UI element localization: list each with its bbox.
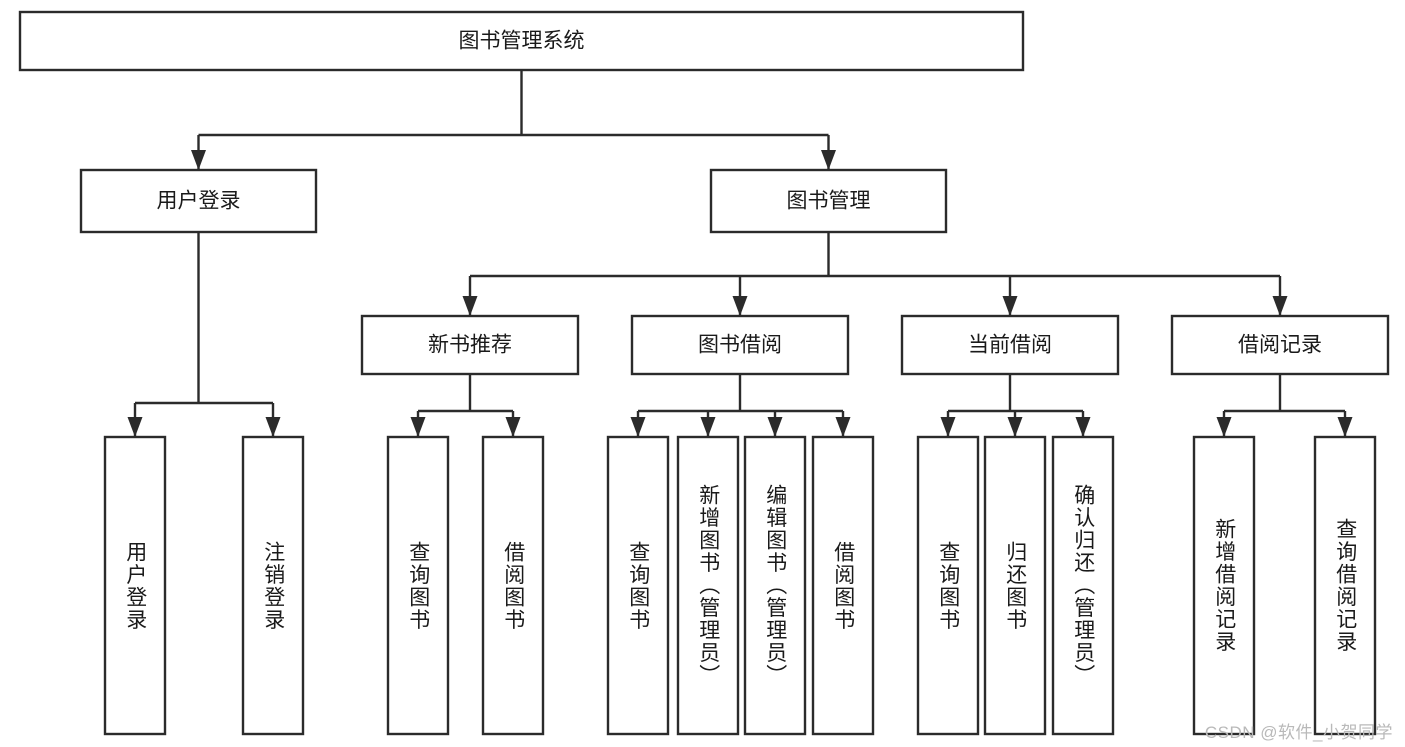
conn-book-manage-arrow-1 [732,296,748,316]
node-box-leaf-user-login[interactable] [103,435,167,736]
conn-new-book-rec-arrow-1 [505,417,521,437]
conn-book-borrow-arrow-1 [700,417,716,437]
node-box-user-login[interactable] [79,168,318,234]
conn-book-borrow-arrow-3 [835,417,851,437]
node-label-root: 图书管理系统 [459,30,585,53]
node-box-root[interactable] [18,10,1025,72]
conn-user-login-arrow-0 [127,417,143,437]
conn-book-manage-arrow-2 [1002,296,1018,316]
conn-borrow-record-arrow-1 [1337,417,1353,437]
node-box-leaf-query-borrow-record[interactable] [1313,435,1377,736]
conn-borrow-record-arrow-0 [1216,417,1232,437]
conn-current-borrow-arrow-0 [940,417,956,437]
node-label-book-manage: 图书管理 [787,190,871,213]
node-box-borrow-record[interactable] [1170,314,1390,376]
node-box-leaf-query-book-rec[interactable] [386,435,450,736]
conn-root-arrow-1 [821,150,836,170]
node-label-borrow-record: 借阅记录 [1238,334,1322,357]
connectors-layer [127,70,1353,437]
conn-book-borrow-arrow-2 [767,417,783,437]
node-box-leaf-return-book[interactable] [983,435,1047,736]
node-box-leaf-add-borrow-record[interactable] [1192,435,1256,736]
node-box-leaf-query-book-current[interactable] [916,435,980,736]
conn-current-borrow-arrow-1 [1007,417,1023,437]
node-box-leaf-edit-book-admin[interactable] [743,435,807,736]
csdn-watermark: CSDN @软件_小贺同学 [1204,723,1393,742]
conn-root-arrow-0 [191,150,206,170]
node-label-new-book-rec: 新书推荐 [428,334,512,357]
boxes-layer [18,10,1390,736]
node-box-leaf-borrow-book[interactable] [811,435,875,736]
conn-current-borrow-arrow-2 [1075,417,1091,437]
conn-book-manage-arrow-0 [462,296,478,316]
node-box-leaf-add-book-admin[interactable] [676,435,740,736]
conn-book-borrow-arrow-0 [630,417,646,437]
node-box-new-book-rec[interactable] [360,314,580,376]
conn-new-book-rec-arrow-0 [410,417,426,437]
node-box-leaf-query-book-borrow[interactable] [606,435,670,736]
node-box-leaf-logout[interactable] [241,435,305,736]
node-label-book-borrow: 图书借阅 [698,334,782,357]
node-box-current-borrow[interactable] [900,314,1120,376]
node-label-user-login: 用户登录 [157,190,241,213]
node-box-book-borrow[interactable] [630,314,850,376]
node-box-book-manage[interactable] [709,168,948,234]
conn-book-manage-arrow-3 [1272,296,1288,316]
node-box-leaf-borrow-book-rec[interactable] [481,435,545,736]
node-box-leaf-confirm-return-admin[interactable] [1051,435,1115,736]
conn-user-login-arrow-1 [265,417,281,437]
node-label-current-borrow: 当前借阅 [968,334,1052,357]
